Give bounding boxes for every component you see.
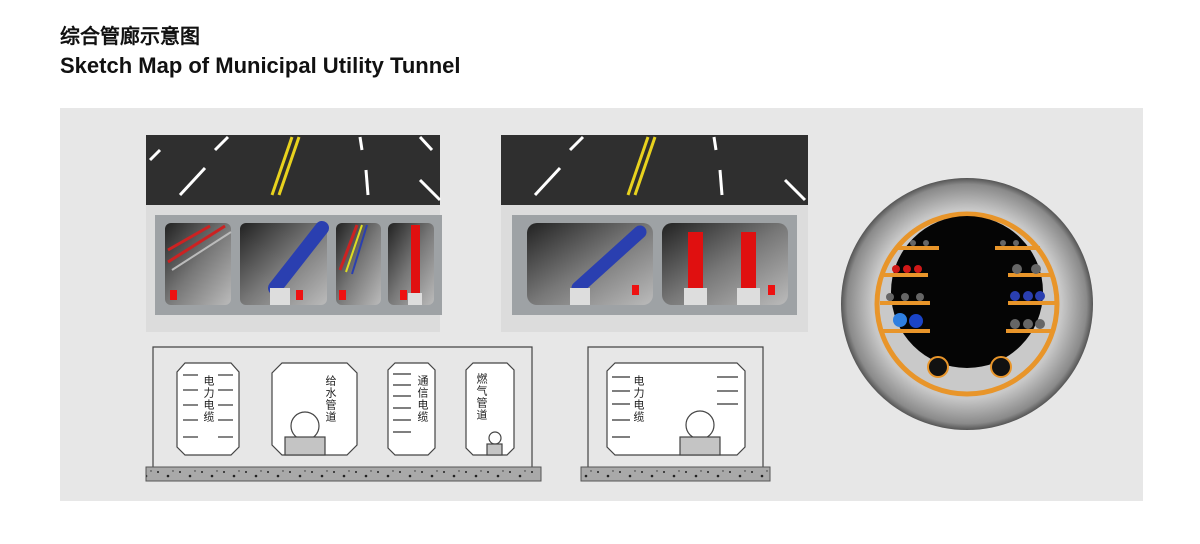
label-telecom-cable: 通信电缆 [416, 375, 429, 423]
tunnel-chambers-2 [527, 223, 788, 305]
title-english: Sketch Map of Municipal Utility Tunnel [60, 53, 461, 78]
ground-base-2 [580, 466, 771, 482]
label-power-cable-2: 电力电缆 [632, 375, 645, 423]
label-gas-pipe: 燃气管道 [475, 373, 488, 421]
ground-base-1 [145, 466, 542, 482]
label-water-pipe: 给水管道 [324, 375, 337, 423]
circular-tunnel [841, 178, 1093, 430]
tunnel-chambers-1 [165, 221, 434, 305]
schematic-section-2 [587, 346, 764, 467]
label-power-cable: 电力电缆 [202, 375, 215, 423]
title-chinese: 综合管廊示意图 [60, 24, 200, 48]
schematic-section-1 [152, 346, 533, 467]
